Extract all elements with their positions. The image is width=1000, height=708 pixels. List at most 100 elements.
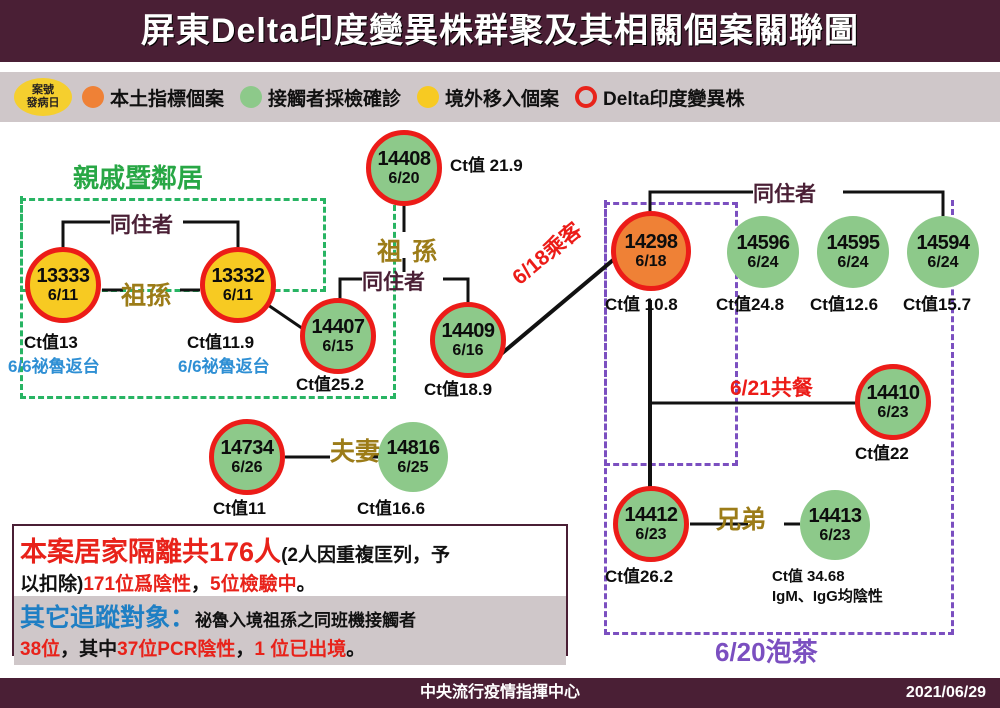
- case-note-14413: IgM、IgG均陰性: [772, 588, 883, 605]
- legend-label-imported: 境外移入個案: [445, 88, 560, 110]
- case-ct-14408: Ct值 21.9: [450, 156, 523, 175]
- case-id: 14407: [311, 316, 365, 338]
- case-node-14298[interactable]: 14298 6/18: [611, 211, 691, 291]
- case-ct-14734: Ct值11: [213, 499, 266, 518]
- green-cluster-title: 親戚暨鄰居: [73, 163, 204, 193]
- summary-line2-prefix: 以扣除): [20, 574, 84, 595]
- case-node-14596[interactable]: 14596 6/24: [727, 216, 799, 288]
- summary-line3-text: 祕魯入境祖孫之同班機接觸者: [195, 611, 417, 630]
- relation-cohabitant-left: 同住者: [110, 214, 173, 237]
- case-ct-14410: Ct值22: [855, 444, 909, 463]
- footer-agency: 中央流行疫情指揮中心: [419, 684, 580, 701]
- case-id: 14412: [624, 504, 678, 526]
- relation-grandparent-sun: 孫: [412, 238, 438, 266]
- summary-tracking-block: 其它追蹤對象：祕魯入境祖孫之同班機接觸者 38位，其中37位PCR陰性，1 位已…: [14, 596, 566, 665]
- footer-date: 2021/06/29: [905, 684, 986, 701]
- summary-line2-pending: 5位檢驗中: [210, 574, 297, 595]
- legend-label-delta-variant: Delta印度變異株: [603, 88, 745, 110]
- case-ct-14595: Ct值12.6: [810, 295, 879, 314]
- summary-line2-comma: ，: [191, 574, 211, 595]
- summary-line2-period: 。: [296, 574, 316, 595]
- case-ct-14298: Ct值 10.8: [605, 295, 678, 314]
- case-note-13333: 6/6祕魯返台: [8, 357, 100, 376]
- relation-meal-621: 6/21共餐: [730, 377, 813, 400]
- summary-line2-negative: 171位爲陰性: [83, 574, 192, 595]
- case-ct-14407: Ct值25.2: [296, 375, 365, 394]
- case-date: 6/25: [397, 459, 429, 476]
- case-date: 6/20: [388, 170, 420, 187]
- relation-brothers: 兄弟: [716, 506, 767, 534]
- case-id: 14408: [377, 148, 431, 170]
- green-dot-icon: [240, 86, 263, 108]
- summary-line4-mid: ，其中: [60, 639, 118, 660]
- summary-line4-period: 。: [346, 639, 366, 660]
- case-id: 13333: [36, 265, 90, 287]
- case-node-14816[interactable]: 14816 6/25: [378, 422, 448, 492]
- case-node-13333[interactable]: 13333 6/11: [25, 247, 101, 323]
- case-date: 6/24: [747, 254, 779, 271]
- case-node-14412[interactable]: 14412 6/23: [613, 486, 689, 562]
- case-date: 6/23: [877, 404, 909, 421]
- summary-line1-headline: 本案居家隔離共176人: [20, 537, 282, 567]
- summary-line4-departed: 1 位已出境: [254, 639, 347, 660]
- case-id: 14595: [826, 232, 880, 254]
- case-node-14409[interactable]: 14409 6/16: [430, 302, 506, 378]
- violet-cluster-title: 6/20泡茶: [715, 637, 818, 667]
- yellow-dot-icon: [417, 86, 440, 108]
- case-date: 6/23: [819, 527, 851, 544]
- relation-grandparent-left: 祖孫: [121, 282, 172, 310]
- case-ct-14412: Ct值26.2: [605, 567, 674, 586]
- case-node-14413[interactable]: 14413 6/23: [800, 490, 870, 560]
- case-date: 6/23: [635, 526, 667, 543]
- summary-line1-note: (2人因重複匡列，予: [281, 545, 450, 566]
- case-id: 14596: [736, 232, 790, 254]
- case-date: 6/11: [47, 287, 79, 304]
- case-date: 6/16: [452, 342, 484, 359]
- summary-line4-pcr: 37位PCR陰性: [117, 639, 236, 660]
- case-id: 13332: [211, 265, 265, 287]
- case-ct-14409: Ct值18.9: [424, 380, 493, 399]
- red-ring-icon: [575, 86, 598, 108]
- violet-cluster-box-lower: [604, 200, 954, 635]
- footer-bar: 中央流行疫情指揮中心 2021/06/29: [0, 678, 1000, 708]
- summary-line4-count: 38位: [20, 639, 61, 660]
- relation-cohabitant-mid: 同住者: [362, 271, 425, 294]
- legend-bar: 案號 發病日 本土指標個案 接觸者採檢確診 境外移入個案 Delta印度變異株: [0, 72, 1000, 122]
- case-node-14407[interactable]: 14407 6/15: [300, 298, 376, 374]
- case-ct-14594: Ct值15.7: [903, 295, 972, 314]
- case-ct-14596: Ct值24.8: [716, 295, 785, 314]
- case-ct-13333: Ct值13: [24, 333, 78, 352]
- legend-badge: 案號 發病日: [14, 78, 72, 116]
- legend-label-local-index: 本土指標個案: [110, 88, 225, 110]
- case-id: 14594: [916, 232, 970, 254]
- case-date: 6/15: [322, 338, 354, 355]
- legend-badge-line2: 發病日: [26, 97, 60, 109]
- case-node-14734[interactable]: 14734 6/26: [209, 419, 285, 495]
- case-date: 6/24: [927, 254, 959, 271]
- relation-couple: 夫妻: [330, 438, 381, 466]
- green-cluster-box-lower: [20, 196, 396, 399]
- title-bar: 屏東Delta印度變異株群聚及其相關個案關聯圖: [0, 0, 1000, 62]
- case-node-14410[interactable]: 14410 6/23: [855, 364, 931, 440]
- case-node-13332[interactable]: 13332 6/11: [200, 247, 276, 323]
- case-ct-14816: Ct值16.6: [357, 499, 426, 518]
- case-id: 14298: [624, 231, 678, 253]
- orange-dot-icon: [82, 86, 104, 108]
- case-node-14595[interactable]: 14595 6/24: [817, 216, 889, 288]
- summary-info-box: 本案居家隔離共176人(2人因重複匡列，予 以扣除)171位爲陰性，5位檢驗中。…: [12, 524, 568, 665]
- case-ct-14413: Ct值 34.68: [772, 568, 845, 585]
- page-title: 屏東Delta印度變異株群聚及其相關個案關聯圖: [140, 12, 860, 50]
- case-node-14594[interactable]: 14594 6/24: [907, 216, 979, 288]
- case-id: 14816: [386, 437, 440, 459]
- legend-badge-line1: 案號: [32, 84, 54, 96]
- case-id: 14413: [808, 505, 862, 527]
- legend-items: 本土指標個案 接觸者採檢確診 境外移入個案 Delta印度變異株: [82, 72, 755, 122]
- case-id: 14734: [220, 437, 274, 459]
- case-date: 6/11: [222, 287, 254, 304]
- case-node-14408[interactable]: 14408 6/20: [366, 130, 442, 206]
- relation-grandparent-zu: 祖: [377, 238, 403, 266]
- case-id: 14410: [866, 382, 920, 404]
- summary-line3-heading: 其它追蹤對象：: [20, 604, 196, 632]
- case-date: 6/18: [635, 253, 667, 270]
